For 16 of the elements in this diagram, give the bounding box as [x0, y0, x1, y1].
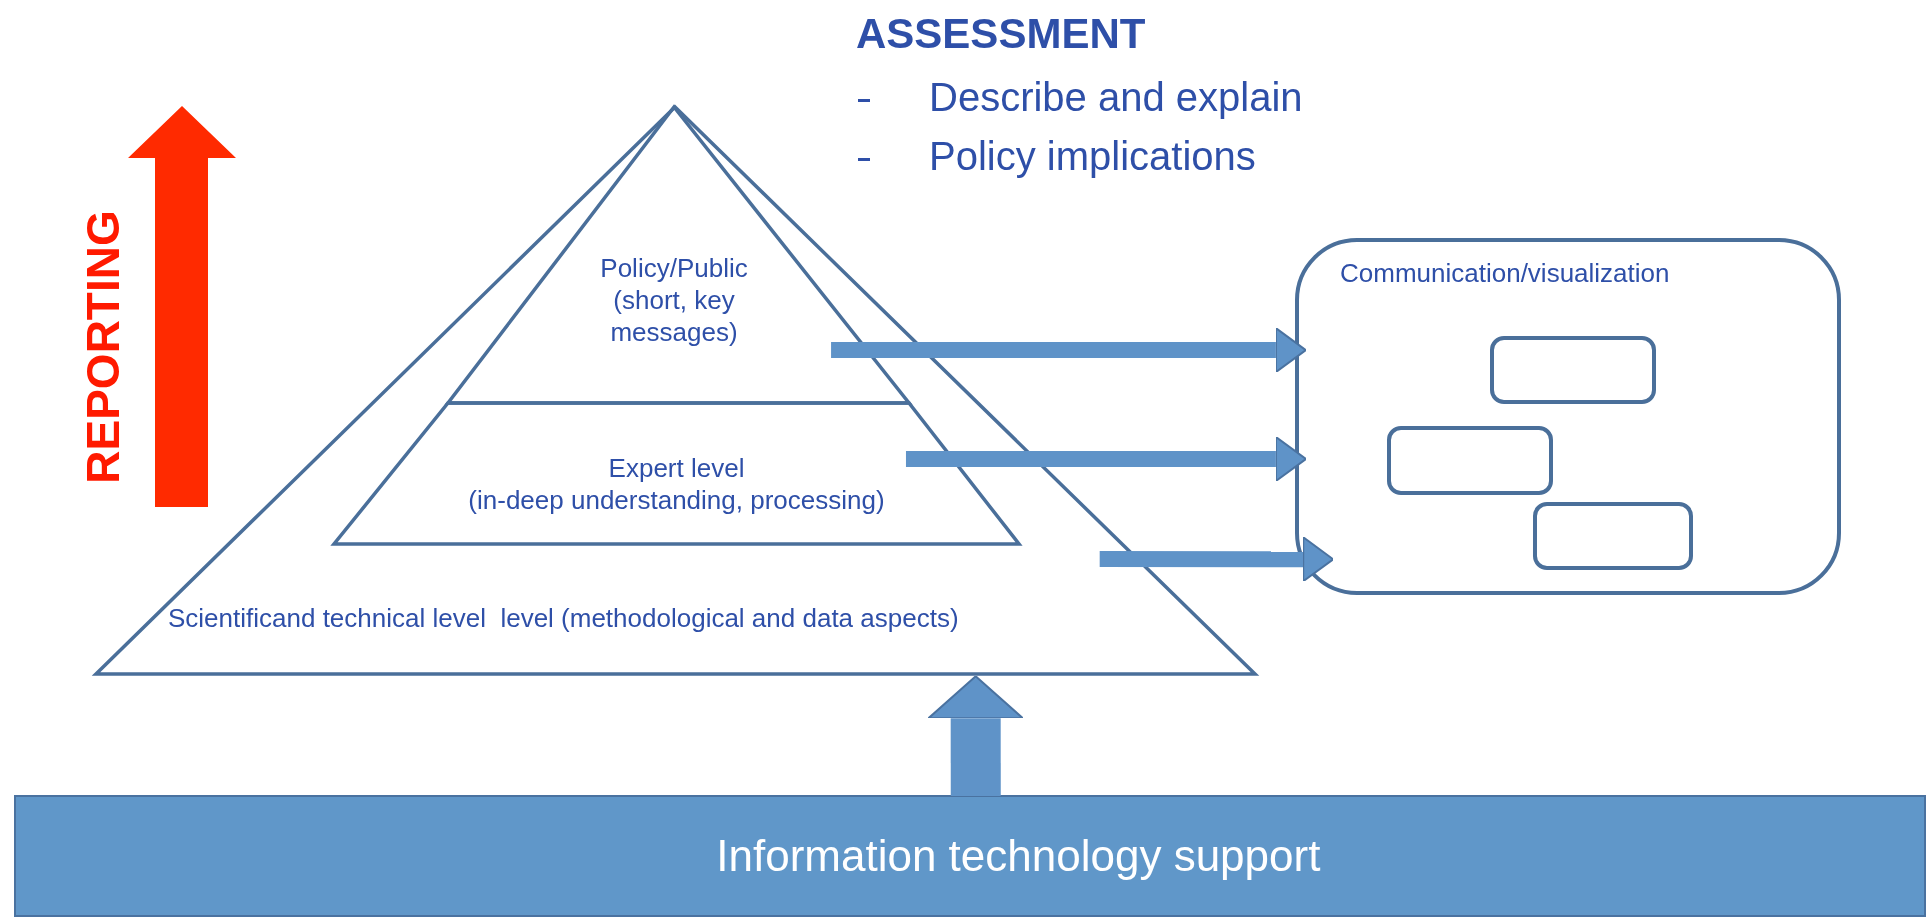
block-arrow	[927, 675, 1024, 797]
level-label: Scientificand technical level level (methodological and data aspects)	[168, 603, 960, 635]
level-label: Policy/Public	[599, 253, 749, 285]
block-arrow	[1099, 536, 1335, 583]
panel-title: Communication/visualization	[1340, 258, 1671, 290]
bullet-text: Policy implications	[929, 134, 1256, 179]
heading: ASSESSMENT	[856, 10, 1146, 58]
block-arrow	[906, 436, 1307, 482]
support-bar	[14, 795, 1926, 917]
level-label: (short, key messages)	[609, 285, 739, 349]
vertical-label: REPORTING	[76, 210, 130, 484]
level-label: (in-deep understanding, processing)	[467, 485, 886, 517]
bar-label: Information technology support	[716, 831, 1321, 881]
bullet-text: Describe and explain	[929, 75, 1303, 120]
block-arrow	[831, 327, 1307, 374]
level-label: Expert level	[607, 453, 746, 485]
